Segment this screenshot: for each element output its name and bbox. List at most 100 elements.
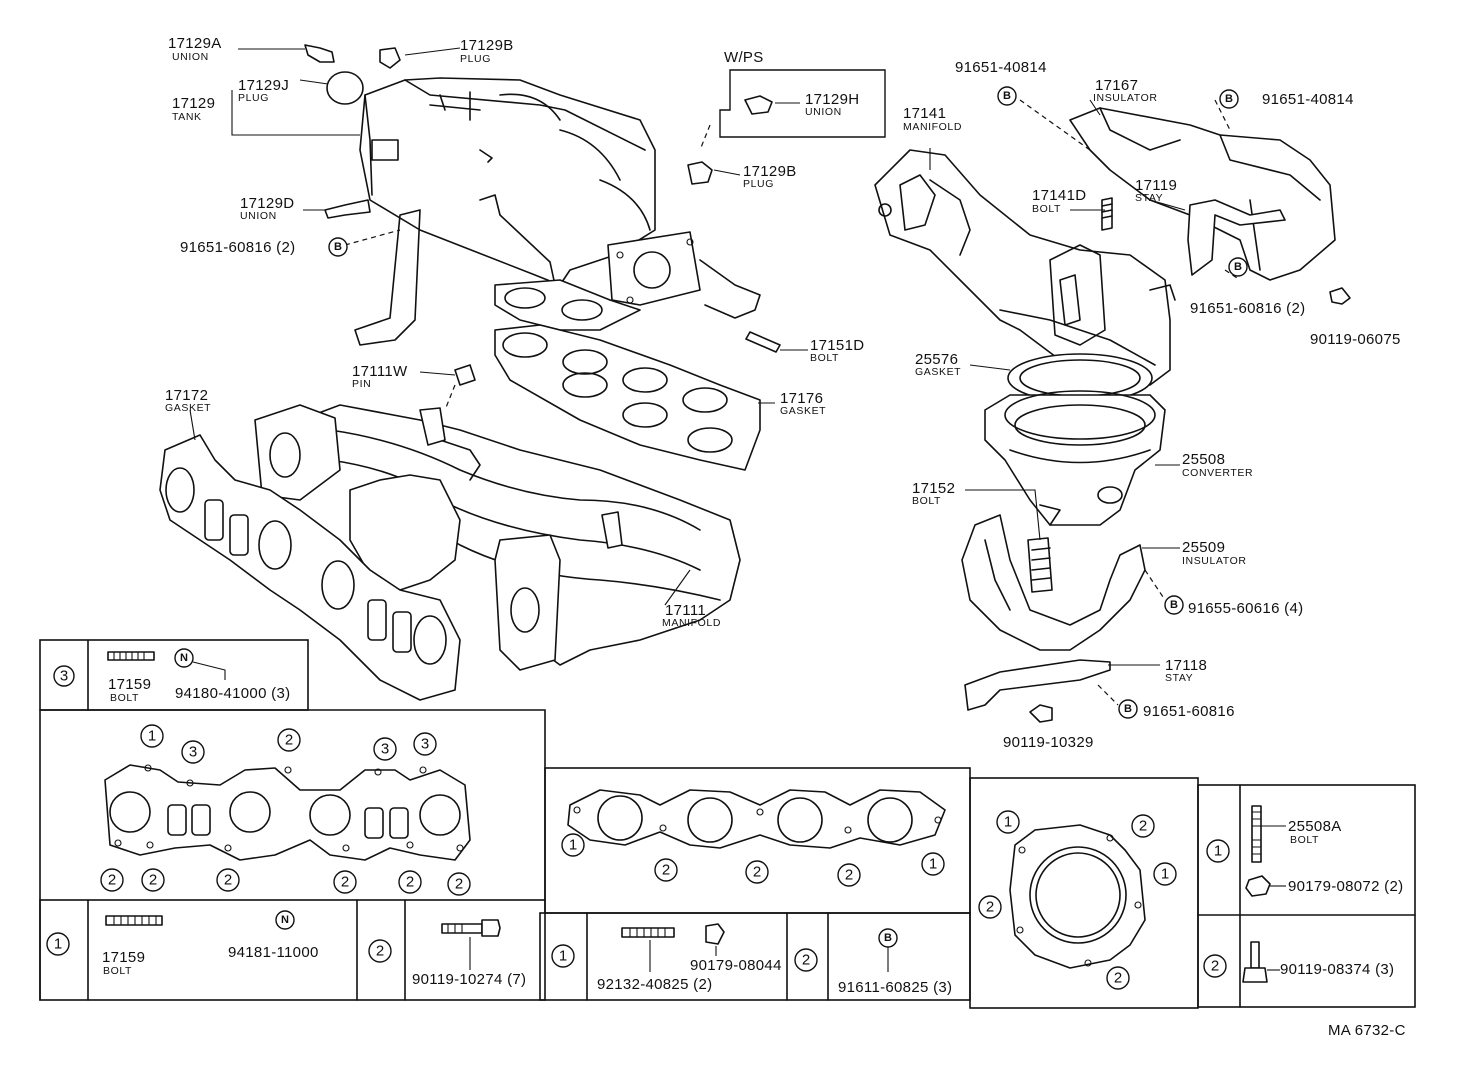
mark-1-gf-a: 1: [1004, 814, 1012, 831]
b-mark-91651-60816-right: B: [1234, 261, 1242, 273]
label-17119-num: 17119: [1135, 177, 1177, 194]
mark-1-right-table: 1: [1214, 843, 1222, 860]
label-91651-40814-a: 91651-40814: [955, 59, 1047, 76]
label-25576-num: 25576: [915, 351, 958, 368]
label-17129A-name: UNION: [172, 51, 209, 63]
label-17118-num: 17118: [1165, 657, 1207, 674]
b-mark-mid-table: B: [884, 932, 892, 944]
mark-2-gm-a: 2: [662, 862, 670, 879]
b-mark-91651-40814-a: B: [1003, 90, 1011, 102]
mark-2-gl-g: 2: [455, 876, 463, 893]
label-17141D-name: BOLT: [1032, 203, 1061, 215]
label-17111-num: 17111: [665, 602, 706, 619]
t2-left-bolt: 90119-10274 (7): [412, 971, 526, 988]
mark-1-gm-b: 1: [929, 856, 937, 873]
mark-3-gl-a: 3: [189, 744, 197, 761]
exhaust-gasket-17172-drawing: [159, 434, 461, 701]
exhaust-manifold-17141-drawing: [874, 107, 1336, 386]
label-17129J-name: PLUG: [238, 92, 269, 104]
label-25509-num: 25509: [1182, 539, 1225, 556]
mark-2-gl-c: 2: [149, 872, 157, 889]
label-17152-num: 17152: [912, 480, 955, 497]
mark-1-bl-table: 1: [54, 936, 62, 953]
label-17172-name: GASKET: [165, 402, 211, 414]
label-17167-num: 17167: [1095, 77, 1138, 94]
t1-left-bolt-num: 17159: [102, 949, 145, 966]
label-17129B-top-num: 17129B: [460, 37, 514, 54]
label-17152-name: BOLT: [912, 495, 941, 507]
mark-2-gl-d: 2: [224, 872, 232, 889]
label-25576-name: GASKET: [915, 366, 961, 378]
label-17129B-mid-name: PLUG: [743, 178, 774, 190]
label-17111W-name: PIN: [352, 378, 371, 390]
b-markers: B B B B B B: [328, 86, 1248, 719]
b-mark-91655-60616: B: [1170, 599, 1178, 611]
mark-2-gf-b: 2: [986, 899, 994, 916]
label-91651-60816-left: 91651-60816 (2): [180, 239, 295, 256]
lower-insulator-drawing: [961, 514, 1146, 723]
label-17129H-num: 17129H: [805, 91, 859, 108]
label-wps: W/PS: [724, 49, 764, 66]
label-91651-40814-b: 91651-40814: [1262, 91, 1354, 108]
label-17141D-num: 17141D: [1032, 187, 1086, 204]
mark-2-gl-b: 2: [108, 872, 116, 889]
mark-3-table: 3: [60, 668, 68, 685]
surge-tank-drawing: [354, 77, 761, 346]
label-17176-name: GASKET: [780, 405, 826, 417]
converter-drawing: [984, 353, 1166, 526]
b-mark-91651-40814-b: B: [1225, 93, 1233, 105]
label-17129A-num: 17129A: [168, 35, 222, 52]
mark-1-gm-a: 1: [569, 837, 577, 854]
label-25508-name: CONVERTER: [1182, 467, 1253, 479]
intake-gaskets-drawing: [494, 279, 761, 471]
mark-2-gl-e: 2: [341, 874, 349, 891]
fasteners-right: [745, 197, 1351, 353]
mark-2-gm-b: 2: [753, 864, 761, 881]
label-25509-name: INSULATOR: [1182, 555, 1247, 567]
mark-2-gm-c: 2: [845, 867, 853, 884]
t-right1-stud-num: 25508A: [1288, 818, 1342, 835]
mark-2-gl-a: 2: [285, 732, 293, 749]
n-mark-t1-left: N: [281, 914, 289, 926]
b-mark-91651-60816-low: B: [1124, 703, 1132, 715]
label-17119-name: STAY: [1135, 192, 1163, 204]
n-mark-t3: N: [180, 652, 188, 664]
label-17111-name: MANIFOLD: [662, 617, 721, 629]
label-17141-num: 17141: [903, 105, 946, 122]
label-17129H-name: UNION: [805, 106, 842, 118]
t1-mid-nut: 90179-08044: [690, 957, 782, 974]
label-17118-name: STAY: [1165, 672, 1193, 684]
legend-tables: 3 17159 BOLT N 94180-41000 (3) 1 3 2 3: [39, 639, 1416, 1009]
label-17129D-name: UNION: [240, 210, 277, 222]
mark-2-gl-f: 2: [406, 874, 414, 891]
label-17129J-num: 17129J: [238, 77, 289, 94]
t2-mid-bolt: 91611-60825 (3): [838, 979, 952, 996]
part-labels: 17129A UNION 17129B PLUG 17129J PLUG 171…: [165, 35, 1401, 751]
label-17141-name: MANIFOLD: [903, 121, 962, 133]
manifold-17111-drawing: [254, 364, 741, 671]
t1-left-bolt-name: BOLT: [103, 965, 132, 977]
label-17129D-num: 17129D: [240, 195, 294, 212]
label-91651-60816-right: 91651-60816 (2): [1190, 300, 1305, 317]
label-17176-num: 17176: [780, 390, 823, 407]
mark-2-mid-table: 2: [802, 952, 810, 969]
b-mark-left: B: [334, 241, 342, 253]
mark-3-gl-b: 3: [381, 741, 389, 758]
mark-1-gl-a: 1: [148, 728, 156, 745]
mark-2-gf-a: 2: [1139, 818, 1147, 835]
label-90119-06075: 90119-06075: [1310, 331, 1401, 348]
label-91655-60616: 91655-60616 (4): [1188, 600, 1303, 617]
mark-2-right-table: 2: [1211, 958, 1219, 975]
label-17129-name: TANK: [172, 111, 202, 123]
mark-3-gl-c: 3: [421, 736, 429, 753]
label-17172-num: 17172: [165, 387, 208, 404]
label-91651-60816-low: 91651-60816: [1143, 703, 1235, 720]
label-17129B-mid-num: 17129B: [743, 163, 797, 180]
footer-code: MA 6732-C: [1328, 1022, 1406, 1039]
mark-2-bl-table: 2: [376, 943, 384, 960]
label-17151D-num: 17151D: [810, 337, 864, 354]
t-right1-stud-name: BOLT: [1290, 834, 1319, 846]
label-17167-name: INSULATOR: [1093, 92, 1158, 104]
label-17129-num: 17129: [172, 95, 215, 112]
